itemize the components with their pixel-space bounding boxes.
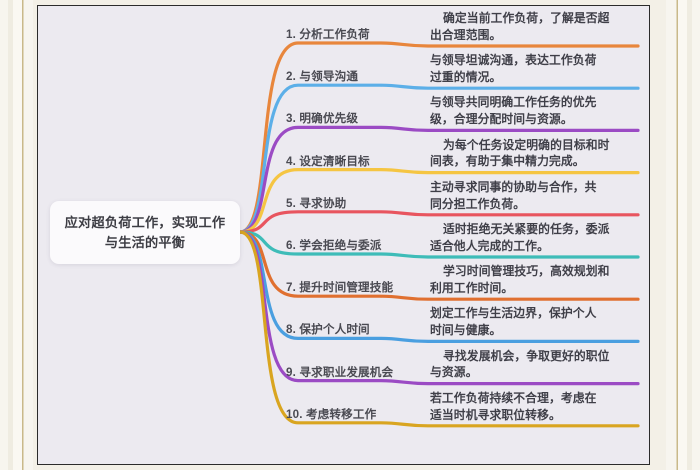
branch-label-3[interactable]: 3. 明确优先级 xyxy=(286,112,359,126)
branch-connector-10 xyxy=(238,230,640,428)
branch-description-6-line-2: 适合他人完成的工作。 xyxy=(430,238,549,253)
branch-connector-5 xyxy=(238,210,640,234)
branch-description-8-line-1: 划定工作与生活边界，保护个人 xyxy=(430,306,597,321)
branch-description-10[interactable]: 若工作负荷持续不合理，考虑在适当时机寻求职位转移。 xyxy=(430,390,645,424)
branch-connector-7 xyxy=(238,230,640,301)
branch-connector-6 xyxy=(238,230,640,259)
central-topic-line-2: 与生活的平衡 xyxy=(104,234,186,250)
branch-description-3[interactable]: 与领导共同明确工作任务的优先级，合理分配时间与资源。 xyxy=(430,94,645,128)
branch-description-10-line-2: 适当时机寻求职位转移。 xyxy=(430,407,561,422)
branch-label-9[interactable]: 9. 寻求职业发展机会 xyxy=(286,365,394,379)
branch-description-5-line-1: 主动寻求同事的协助与合作，共 xyxy=(430,179,597,194)
branch-description-6[interactable]: 适时拒绝无关紧要的任务，委派适合他人完成的工作。 xyxy=(430,221,645,255)
branch-description-4-line-2: 间表，有助于集中精力完成。 xyxy=(430,154,585,169)
branch-description-4-line-1: 为每个任务设定明确的目标和时 xyxy=(443,137,610,152)
branch-connector-2 xyxy=(238,83,640,234)
branch-description-3-line-2: 级，合理分配时间与资源。 xyxy=(430,112,573,127)
branch-description-10-line-1: 若工作负荷持续不合理，考虑在 xyxy=(430,390,597,405)
branch-label-4[interactable]: 4. 设定清晰目标 xyxy=(286,154,370,168)
branch-description-9-line-2: 与资源。 xyxy=(430,365,478,380)
branch-description-7-line-2: 利用工作时间。 xyxy=(430,280,514,295)
branch-description-9-line-1: 寻找发展机会，争取更好的职位 xyxy=(443,348,610,363)
branch-description-8-line-2: 时间与健康。 xyxy=(430,323,502,338)
branch-label-7[interactable]: 7. 提升时间管理技能 xyxy=(286,281,394,295)
branch-description-7[interactable]: 学习时间管理技巧，高效规划和利用工作时间。 xyxy=(430,263,645,297)
branch-description-9[interactable]: 寻找发展机会，争取更好的职位与资源。 xyxy=(430,348,645,382)
branch-label-1[interactable]: 1. 分析工作负荷 xyxy=(286,28,370,41)
branch-description-3-line-1: 与领导共同明确工作任务的优先 xyxy=(430,95,597,110)
branch-description-1-line-2: 出合理范围。 xyxy=(430,27,502,42)
branch-label-8[interactable]: 8. 保护个人时间 xyxy=(286,323,370,337)
branch-description-7-line-1: 学习时间管理技巧，高效规划和 xyxy=(443,264,610,279)
branch-description-8[interactable]: 划定工作与生活边界，保护个人时间与健康。 xyxy=(430,305,645,339)
branch-connector-4 xyxy=(238,168,640,234)
branch-connectors xyxy=(238,41,640,428)
branch-description-2-line-2: 过重的情况。 xyxy=(430,69,502,84)
central-topic-node[interactable]: 应对超负荷工作，实现工作 与生活的平衡 xyxy=(50,201,240,264)
branch-description-6-line-1: 适时拒绝无关紧要的任务，委派 xyxy=(443,222,610,236)
branch-description-5-line-2: 同分担工作负荷。 xyxy=(430,196,526,211)
central-topic-line-1: 应对超负荷工作，实现工作 xyxy=(64,215,226,231)
branch-connector-8 xyxy=(238,230,640,343)
branch-description-2-line-1: 与领导坦诚沟通，表达工作负荷 xyxy=(430,53,597,68)
branch-connector-3 xyxy=(238,125,640,234)
branch-label-6[interactable]: 6. 学会拒绝与委派 xyxy=(286,239,382,252)
branch-description-2[interactable]: 与领导坦诚沟通，表达工作负荷过重的情况。 xyxy=(430,52,645,86)
branch-label-2[interactable]: 2. 与领导沟通 xyxy=(286,70,359,84)
branch-label-5[interactable]: 5. 寻求协助 xyxy=(286,196,347,210)
central-topic-text: 应对超负荷工作，实现工作 与生活的平衡 xyxy=(65,213,226,251)
frame-border-right xyxy=(666,0,700,470)
branch-description-5[interactable]: 主动寻求同事的协助与合作，共同分担工作负荷。 xyxy=(430,179,645,213)
branch-path-group xyxy=(238,41,640,428)
branch-description-4[interactable]: 为每个任务设定明确的目标和时间表，有助于集中精力完成。 xyxy=(430,137,645,171)
mindmap-canvas: 应对超负荷工作，实现工作 与生活的平衡 1. 分析工作负荷 确定当前工作负荷，了解… xyxy=(37,5,650,465)
branch-description-1[interactable]: 确定当前工作负荷，了解是否超出合理范围。 xyxy=(430,10,645,44)
branch-description-1-line-1: 确定当前工作负荷，了解是否超 xyxy=(443,11,610,25)
branch-label-10[interactable]: 10. 考虑转移工作 xyxy=(286,407,377,421)
